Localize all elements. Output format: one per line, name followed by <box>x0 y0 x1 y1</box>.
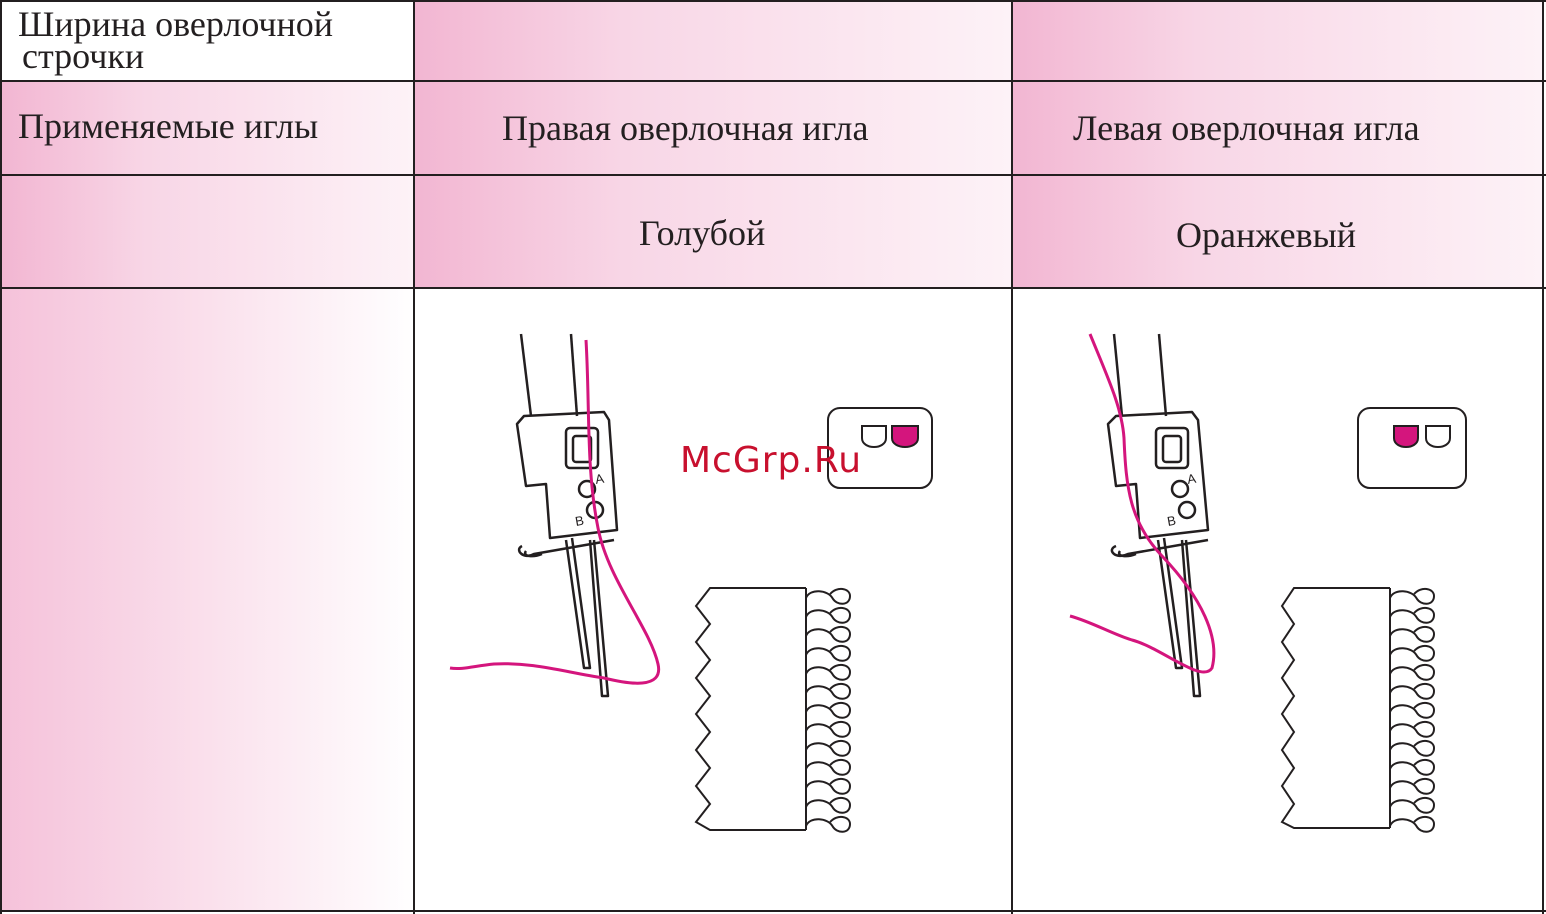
stitch-loop <box>806 817 850 832</box>
stitch-loop <box>1390 798 1434 813</box>
stitch-loop <box>806 741 850 756</box>
row4-label-bg <box>2 288 414 911</box>
overlock-stitch-sample-left <box>1282 588 1434 832</box>
stitch-loop <box>806 760 850 775</box>
needle-selector-icon-left <box>1358 408 1466 488</box>
stitch-loop <box>1390 817 1434 832</box>
row3-col1: Голубой <box>639 215 765 251</box>
stitch-loop <box>806 665 850 680</box>
row2-label: Применяемые иглы <box>18 108 318 144</box>
stitch-loop <box>1390 722 1434 737</box>
stitch-loop <box>1390 760 1434 775</box>
border-right <box>1542 0 1544 914</box>
divider-row1 <box>0 80 1546 82</box>
stitch-loop <box>1390 665 1434 680</box>
right-needle-diagram: A B <box>414 288 1012 910</box>
stitch-loop <box>1390 684 1434 699</box>
needle-label-b: B <box>574 513 585 529</box>
stitch-loop <box>1390 589 1434 604</box>
needle-label-a: A <box>594 471 605 487</box>
border-top <box>0 0 1546 2</box>
stitch-loop <box>806 646 850 661</box>
stitch-loop <box>806 779 850 794</box>
divider-row2 <box>0 174 1546 176</box>
left-needle-diagram: A B <box>1012 288 1542 910</box>
row2-col1: Правая оверлочная игла <box>502 110 868 146</box>
row1-label-line2: строчки <box>22 38 144 74</box>
row1-col2-bg <box>1012 2 1542 81</box>
row3-col2: Оранжевый <box>1176 217 1356 253</box>
row2-col2: Левая оверлочная игла <box>1073 110 1420 146</box>
stitch-loop <box>806 798 850 813</box>
stitch-loop <box>806 703 850 718</box>
stitch-loop <box>806 722 850 737</box>
border-bottom <box>0 910 1546 912</box>
stitch-loop <box>806 627 850 642</box>
stitch-loop <box>1390 608 1434 623</box>
border-left <box>0 0 2 914</box>
needle-label-b-left: B <box>1166 513 1177 529</box>
stitch-loop <box>1390 779 1434 794</box>
watermark: McGrp.Ru <box>680 440 862 481</box>
needle-label-a-left: A <box>1186 471 1197 487</box>
stitch-loop <box>1390 703 1434 718</box>
row3-label-bg <box>2 175 414 288</box>
row1-col1-bg <box>414 2 1012 81</box>
stitch-loop <box>1390 741 1434 756</box>
stitch-loop <box>806 608 850 623</box>
overlock-stitch-sample <box>696 588 850 832</box>
stitch-loop <box>806 684 850 699</box>
stitch-loop <box>806 589 850 604</box>
thread-line <box>450 340 659 683</box>
stitch-loop <box>1390 627 1434 642</box>
stitch-loop <box>1390 646 1434 661</box>
